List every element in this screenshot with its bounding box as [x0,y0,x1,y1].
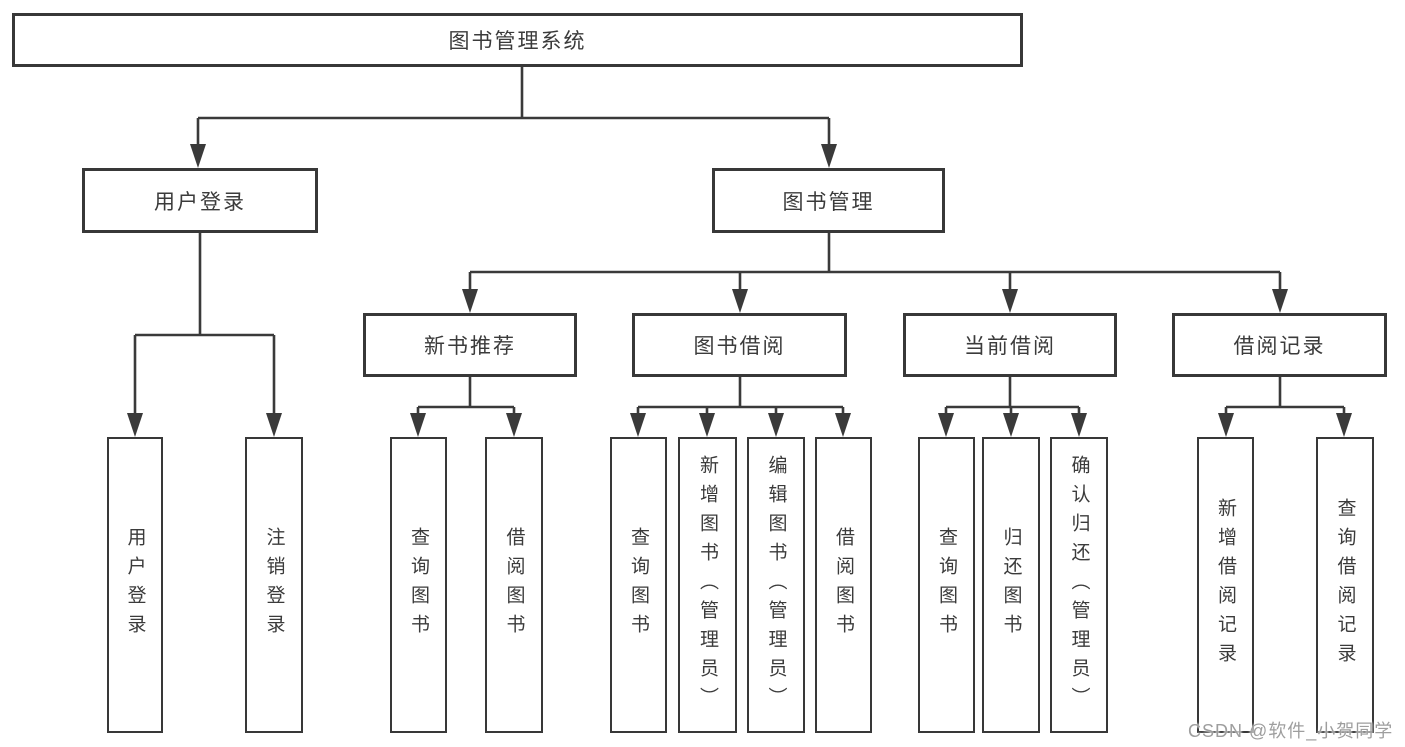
leaf-query-borrow-record: 查询借阅记录 [1316,437,1374,733]
node-current-borrowing: 当前借阅 [903,313,1117,377]
node-label: 归还图书 [1000,527,1022,643]
node-book-management: 图书管理 [712,168,945,233]
node-label: 查询图书 [628,527,649,643]
leaf-query-books-borrow: 查询图书 [610,437,667,733]
node-label: 用户登录 [124,527,146,643]
node-user-login: 用户登录 [82,168,318,233]
leaf-borrow-books-recommend: 借阅图书 [485,437,543,733]
node-label: 借阅图书 [833,527,854,643]
node-library-system: 图书管理系统 [12,13,1023,67]
node-label: 查询图书 [936,527,957,643]
node-label: 图书借阅 [693,335,786,358]
leaf-add-book-admin: 新增图书（管理员） [678,437,737,733]
node-label: 注销登录 [263,527,285,643]
node-book-borrowing: 图书借阅 [632,313,847,377]
leaf-confirm-return-admin: 确认归还（管理员） [1050,437,1108,733]
node-label: 图书管理 [782,190,875,214]
node-label: 新增借阅记录 [1215,498,1236,672]
node-label: 当前借阅 [964,335,1056,358]
node-label: 借阅记录 [1233,335,1326,358]
leaf-query-books-current: 查询图书 [918,437,975,733]
node-label: 新书推荐 [424,335,516,358]
node-label: 新增图书（管理员） [697,454,718,716]
leaf-borrow-books: 借阅图书 [815,437,872,733]
leaf-user-login: 用户登录 [107,437,163,733]
leaf-add-borrow-record: 新增借阅记录 [1197,437,1254,733]
leaf-logout: 注销登录 [245,437,303,733]
leaf-query-books-recommend: 查询图书 [390,437,447,733]
node-label: 借阅图书 [503,527,525,643]
watermark: CSDN @软件_小贺同学 [1188,721,1394,741]
leaf-edit-book-admin: 编辑图书（管理员） [747,437,805,733]
node-label: 查询图书 [408,527,429,643]
leaf-return-books: 归还图书 [982,437,1040,733]
node-label: 查询借阅记录 [1334,498,1356,672]
node-label: 用户登录 [154,190,246,214]
node-label: 编辑图书（管理员） [765,454,787,716]
node-label: 图书管理系统 [448,30,587,53]
node-new-book-recommend: 新书推荐 [363,313,577,377]
node-borrow-records: 借阅记录 [1172,313,1387,377]
node-label: 确认归还（管理员） [1068,454,1090,716]
